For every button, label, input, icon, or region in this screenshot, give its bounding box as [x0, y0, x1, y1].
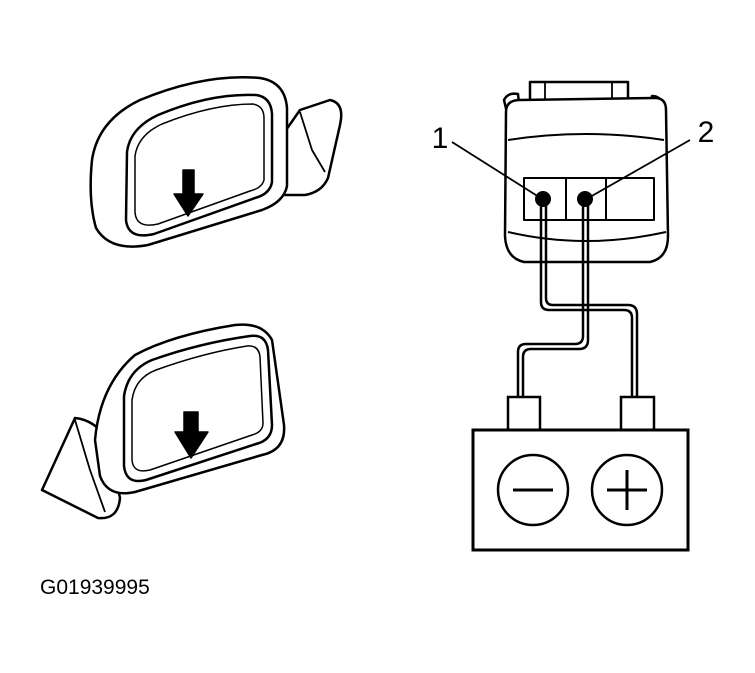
callout-1-leader — [451, 141, 540, 198]
callout-1-label: 1 — [432, 122, 449, 155]
lower-mirror — [40, 323, 286, 520]
battery-positive-post — [619, 395, 656, 432]
callout-2-label: 2 — [698, 116, 715, 149]
mirror-connector — [502, 80, 670, 264]
callout-2-leader — [589, 139, 691, 198]
terminal-1-dot — [535, 191, 551, 207]
figure-id: G01939995 — [40, 576, 150, 599]
callouts: 1 2 — [432, 116, 715, 198]
upper-mirror — [89, 75, 343, 248]
lower-mirror-down-arrow-icon — [174, 411, 209, 459]
upper-mirror-down-arrow-icon — [173, 169, 204, 217]
battery — [471, 395, 690, 552]
battery-negative-post — [506, 395, 542, 432]
terminal-2-dot — [577, 191, 593, 207]
lead-terminal-2-to-negative — [516, 199, 585, 398]
lead-terminal-1-to-positive — [539, 199, 634, 398]
test-leads — [516, 199, 639, 398]
